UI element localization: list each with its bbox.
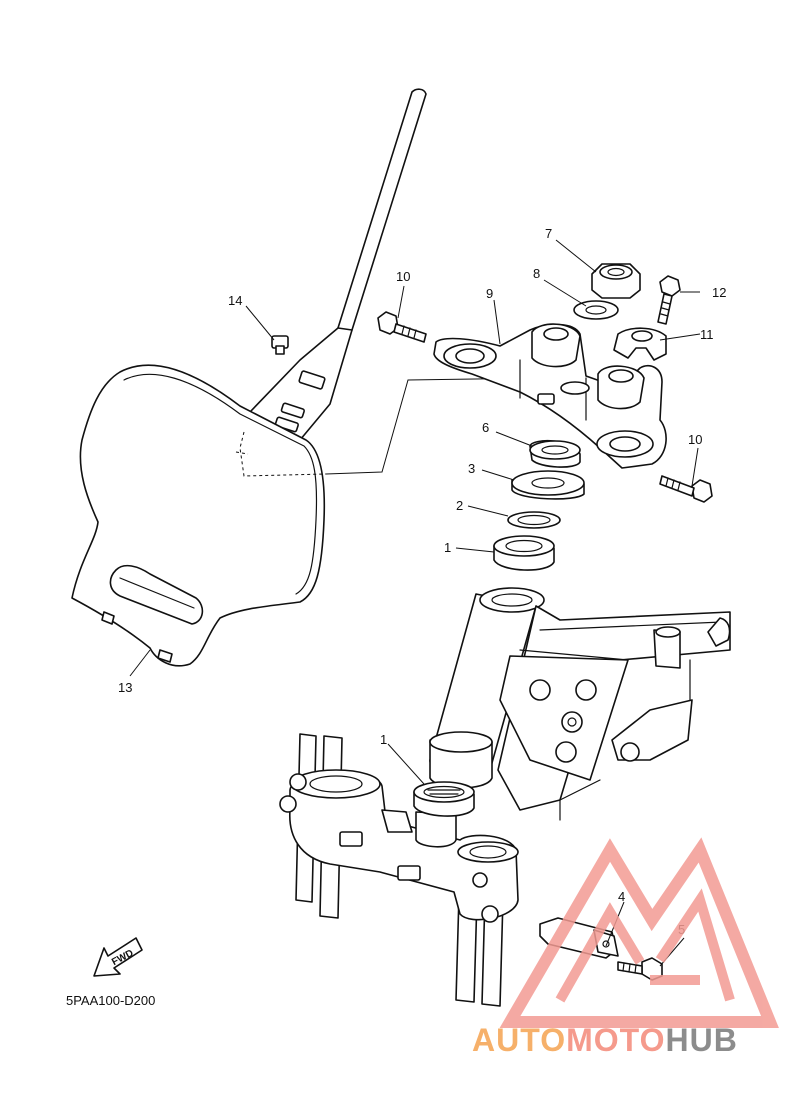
callout-9: 9 — [486, 286, 493, 301]
callout-13: 13 — [118, 680, 132, 695]
callout-6: 6 — [482, 420, 489, 435]
bolt-10-lower — [659, 475, 713, 503]
washer-3 — [511, 470, 585, 500]
callout-4: 4 — [618, 889, 625, 904]
bearing-1-lower — [413, 781, 475, 817]
callout-10-upper: 10 — [396, 269, 410, 284]
callout-1-upper: 1 — [444, 540, 451, 555]
nut-7 — [591, 263, 641, 299]
callout-12: 12 — [712, 285, 726, 300]
callout-10-lower: 10 — [688, 432, 702, 447]
bolt-12 — [657, 275, 681, 325]
callout-8: 8 — [533, 266, 540, 281]
watermark-moto: MOTO — [566, 1022, 666, 1058]
frame — [429, 587, 731, 821]
watermark-brand: AUTOMOTOHUB — [472, 1022, 738, 1059]
watermark-logo-icon — [499, 837, 779, 1028]
number-plate-13 — [71, 88, 427, 667]
callout-3: 3 — [468, 461, 475, 476]
fwd-arrow-icon: FWD — [93, 937, 143, 977]
seal-2 — [507, 511, 561, 529]
holder-11 — [613, 327, 667, 361]
bolt-10-upper — [377, 311, 427, 343]
drawing-code: 5PAA100-D200 — [66, 993, 155, 1008]
callout-11: 11 — [700, 327, 714, 342]
watermark-auto: AUTO — [472, 1022, 567, 1058]
bearing-1-upper — [493, 535, 555, 571]
upper-bracket-9 — [433, 323, 667, 469]
lower-bracket — [279, 731, 519, 1007]
callout-7: 7 — [545, 226, 552, 241]
leader-lines — [129, 239, 701, 967]
washer-8 — [573, 300, 619, 320]
bolt-5 — [617, 957, 663, 981]
fwd-label: FWD — [110, 948, 135, 968]
callout-2: 2 — [456, 498, 463, 513]
ring-nut-6 — [529, 439, 581, 468]
callout-1-lower: 1 — [380, 732, 387, 747]
watermark-hub: HUB — [665, 1022, 738, 1058]
callout-14: 14 — [228, 293, 242, 308]
